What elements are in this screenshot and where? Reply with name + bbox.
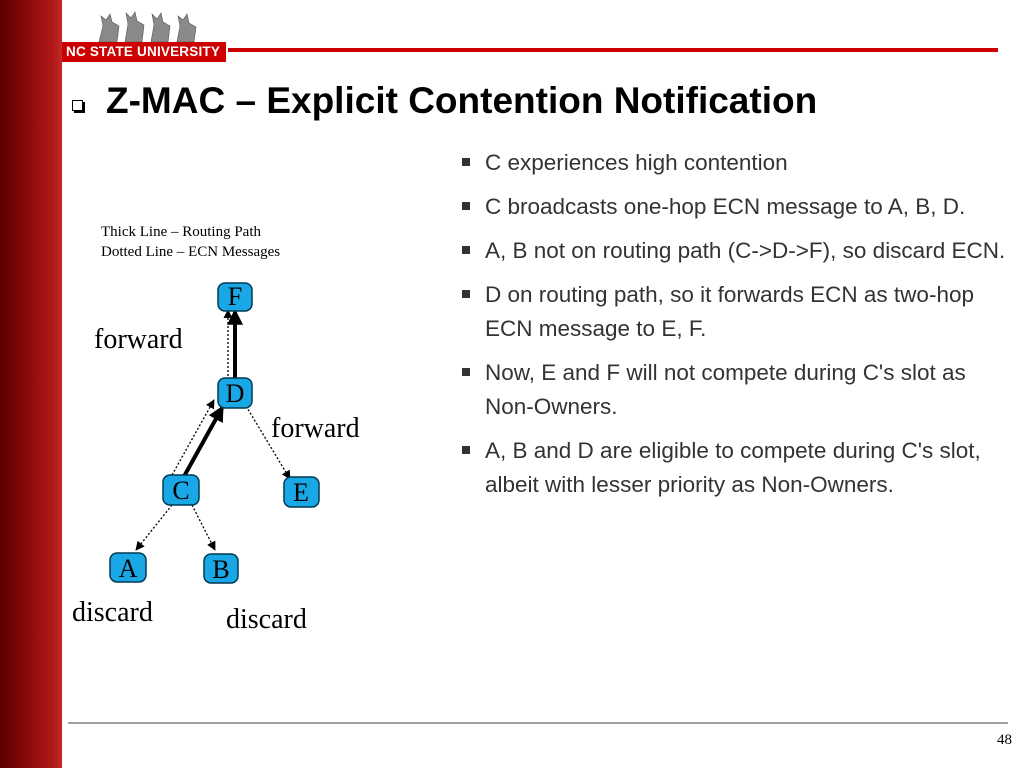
svg-text:D: D [226,379,245,408]
node-c: C [162,474,200,506]
wolf-logo-icon [98,11,197,43]
list-item: A, B and D are eligible to compete durin… [460,434,1008,502]
square-bullet-icon [462,246,470,254]
slide-title: Z-MAC – Explicit Contention Notification [106,80,818,121]
square-bullet-icon [462,446,470,454]
svg-text:F: F [228,282,242,311]
svg-text:B: B [212,555,229,584]
diagram-legend: Thick Line – Routing Path Dotted Line – … [101,222,280,262]
node-f: F [217,282,253,312]
legend-ecn-messages: Dotted Line – ECN Messages [101,244,281,260]
label-discard-right: discard [226,604,307,635]
label-forward-right: forward [271,413,360,444]
label-forward-top: forward [94,324,183,355]
university-banner: NC STATE UNIVERSITY [62,42,226,62]
list-item: Now, E and F will not compete during C's… [460,356,1008,424]
network-diagram: F D C E A B forward forward discard disc… [72,282,360,635]
svg-text:A: A [119,554,138,583]
bullet-list: C experiences high contention C broadcas… [460,146,1008,512]
footer-rule [68,722,1008,724]
page-number: 48 [997,732,1012,748]
node-b: B [203,553,239,584]
node-d: D [217,377,253,409]
list-item: D on routing path, so it forwards ECN as… [460,278,1008,346]
list-item: A, B not on routing path (C->D->F), so d… [460,234,1008,268]
node-e: E [283,476,320,508]
list-item: C experiences high contention [460,146,1008,180]
ecn-edge-c-a [135,504,173,551]
square-bullet-icon [462,290,470,298]
ecn-edge-c-b [191,504,216,551]
node-a: A [109,552,147,583]
svg-text:E: E [293,478,309,507]
title-bullet-icon [72,100,83,111]
square-bullet-icon [462,368,470,376]
svg-text:C: C [172,476,189,505]
routing-edge-c-d [180,405,224,481]
legend-routing-path: Thick Line – Routing Path [101,224,261,240]
square-bullet-icon [462,158,470,166]
list-item: C broadcasts one-hop ECN message to A, B… [460,190,1008,224]
left-red-bar [0,0,62,768]
square-bullet-icon [462,202,470,210]
label-discard-left: discard [72,597,153,628]
header-rule [228,48,998,52]
